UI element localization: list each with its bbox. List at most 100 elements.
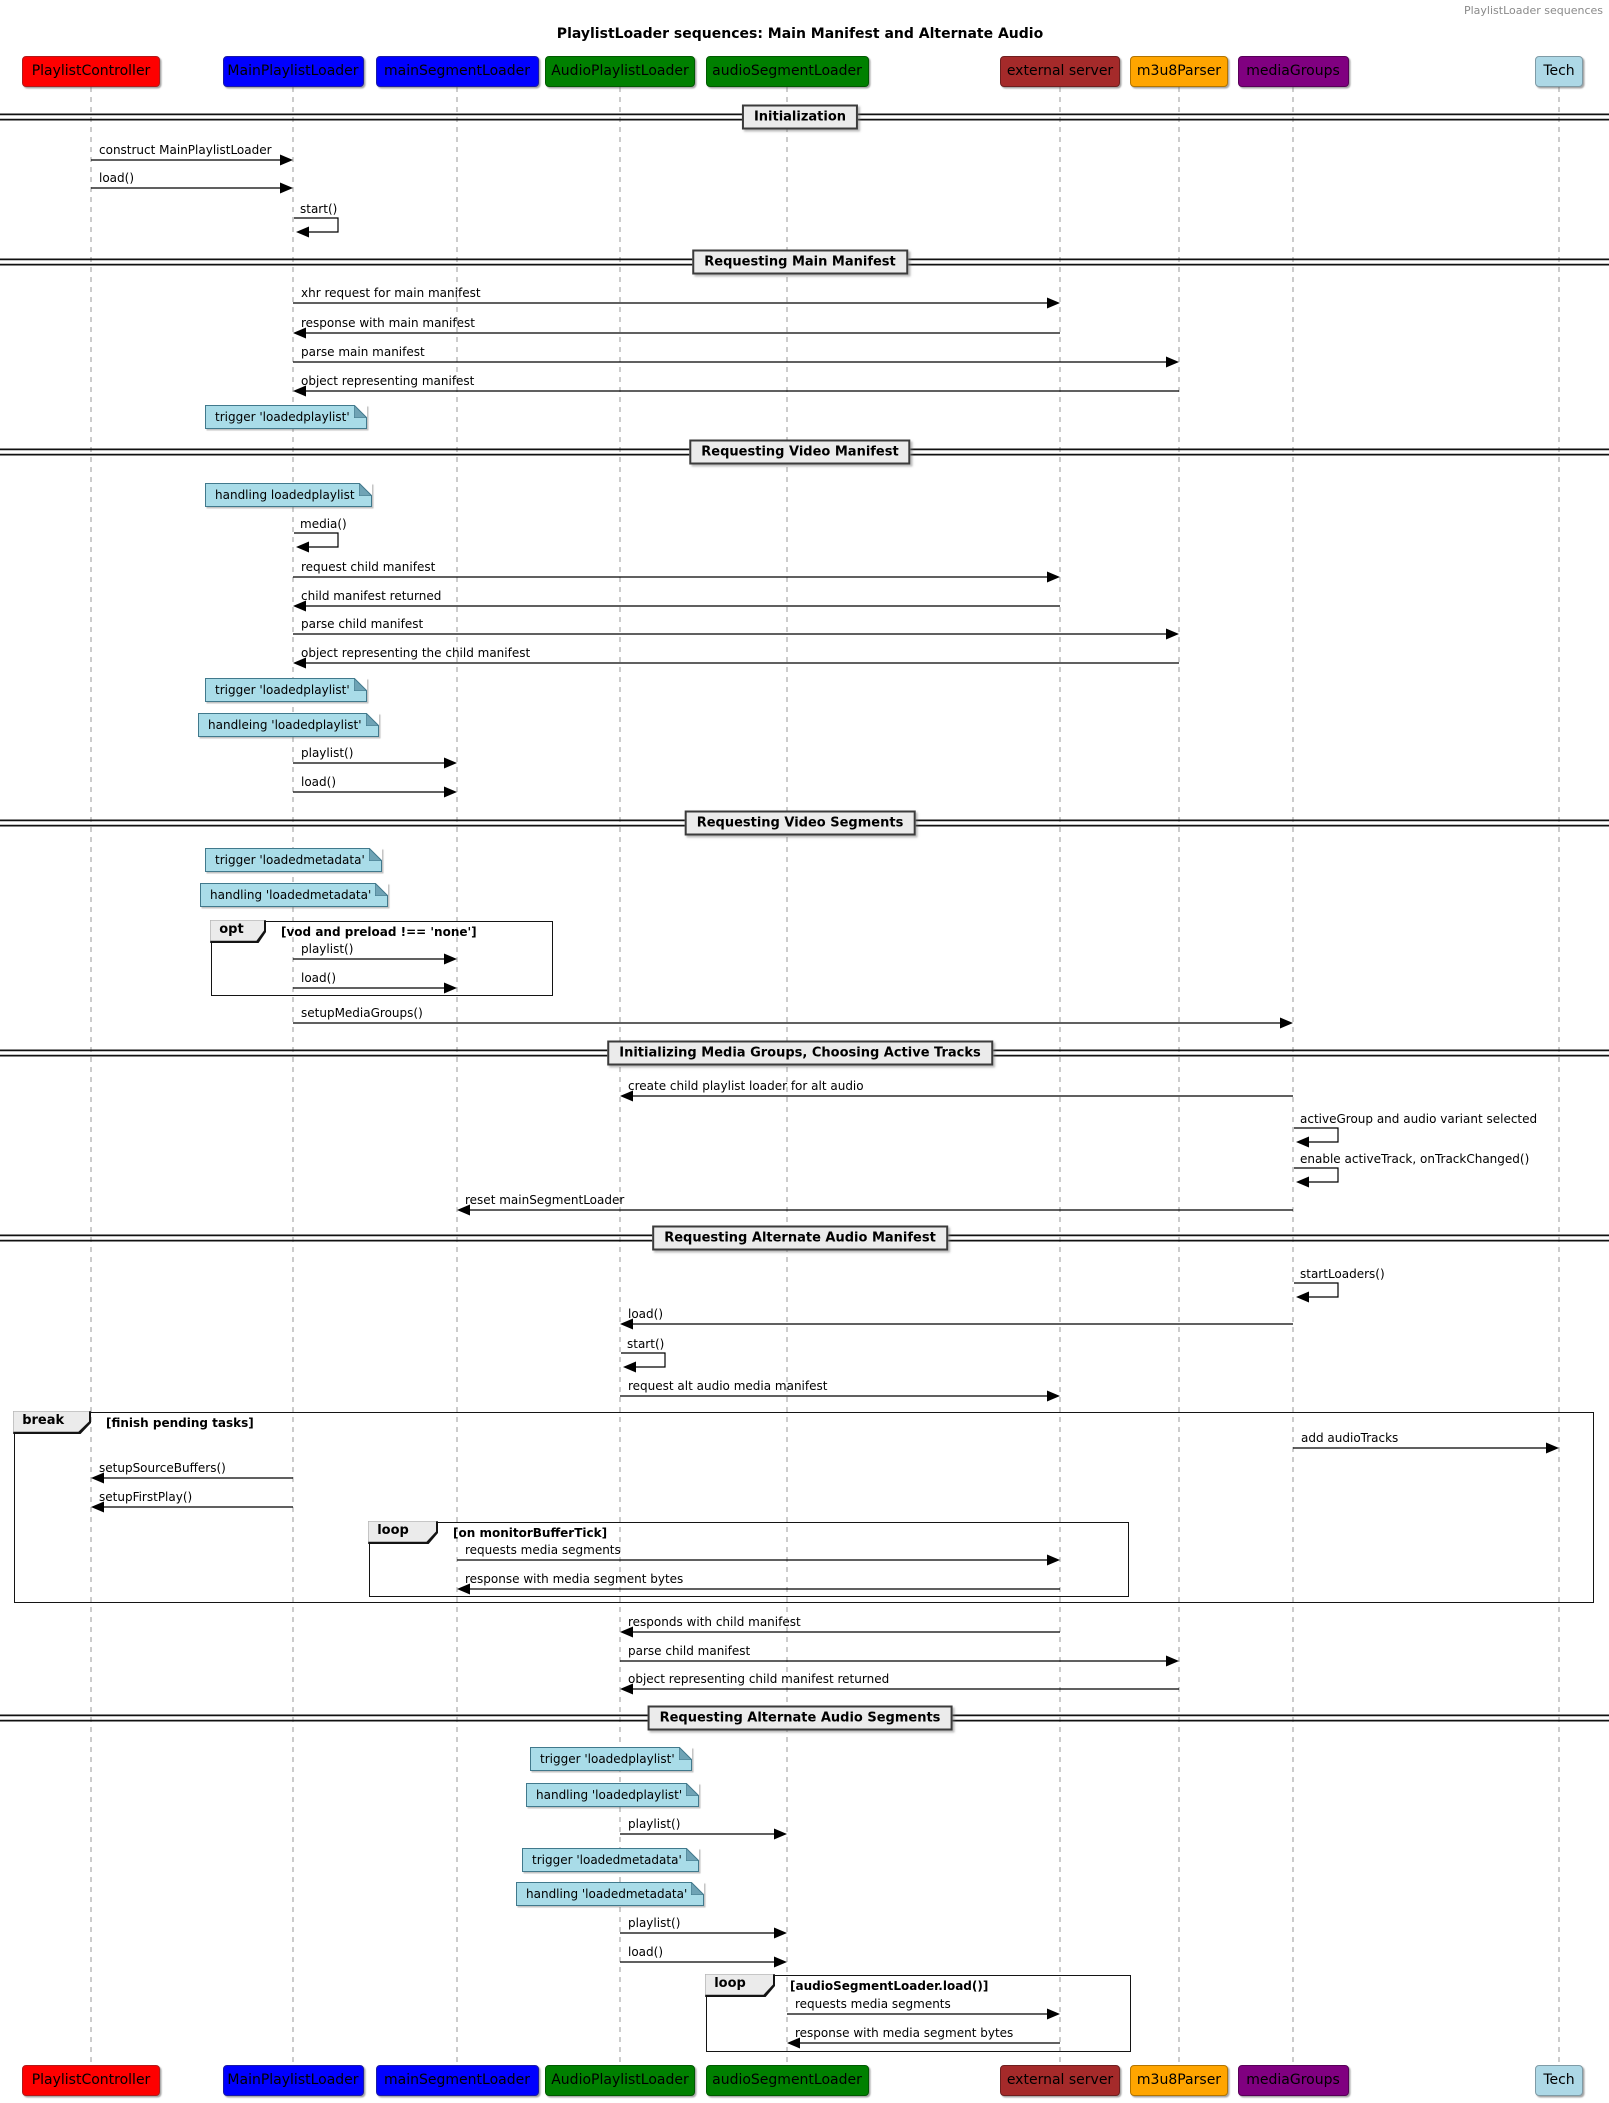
frame-header-fill: [368, 1521, 437, 1542]
frame-header-fill: [210, 920, 265, 941]
message-arrowhead: [457, 1204, 470, 1216]
message-arrowhead: [293, 327, 306, 339]
frame-guard-label: [finish pending tasks]: [106, 1416, 254, 1430]
note-fold-flap: [685, 1848, 699, 1861]
note-fold-flap: [368, 848, 382, 861]
section-divider-label: Requesting Video Segments: [684, 810, 916, 836]
note-text: trigger 'loadedplaylist': [215, 410, 350, 424]
participant-bottom-external server: external server: [1000, 2065, 1120, 2096]
note-text: trigger 'loadedmetadata': [215, 853, 365, 867]
message-label: load(): [301, 775, 337, 789]
note-text: handling loadedplaylist: [215, 488, 355, 502]
message-label: setupSourceBuffers(): [99, 1461, 226, 1475]
message-arrowhead: [774, 1828, 787, 1840]
frame-loop: loop: [705, 1974, 1131, 2052]
frame-header-tab: loop: [705, 1974, 776, 1998]
participant-top-MainPlaylistLoader: MainPlaylistLoader: [222, 56, 364, 87]
message-arrowhead: [91, 1501, 104, 1513]
note: trigger 'loadedplaylist': [205, 678, 367, 702]
message-arrowhead: [1047, 1554, 1060, 1566]
note: trigger 'loadedmetadata': [522, 1848, 699, 1872]
message-label: object representing manifest: [301, 374, 475, 388]
frame-header-fill: [13, 1411, 90, 1432]
message-arrowhead: [91, 1472, 104, 1484]
participant-top-m3u8Parser: m3u8Parser: [1130, 56, 1228, 87]
message-arrowhead: [774, 1956, 787, 1968]
note-fold-flap: [353, 678, 367, 691]
self-message-arrowhead: [1296, 1291, 1309, 1303]
message-arrowhead: [1047, 2008, 1060, 2020]
note-text: trigger 'loadedmetadata': [532, 1853, 682, 1867]
participant-bottom-mainSegmentLoader: mainSegmentLoader: [375, 2065, 539, 2096]
message-arrowhead: [1166, 628, 1179, 640]
message-label: xhr request for main manifest: [301, 286, 481, 300]
note: handling loadedplaylist: [205, 483, 372, 507]
diagram-title: PlaylistLoader sequences: Main Manifest …: [556, 26, 1044, 42]
message-label: load(): [628, 1945, 664, 1959]
message-label: response with media segment bytes: [465, 1572, 684, 1586]
frame-opt: opt: [210, 920, 553, 996]
message-label: load(): [301, 971, 337, 985]
message-arrowhead: [1047, 297, 1060, 309]
message-arrowhead: [293, 657, 306, 669]
note-fold-icon: [686, 1783, 700, 1796]
note-fold-flap: [358, 483, 372, 496]
self-message-label: activeGroup and audio variant selected: [1300, 1112, 1538, 1126]
frame-header-fill: [705, 1974, 774, 1995]
frame-kind-label: loop: [714, 1976, 746, 1992]
note: trigger 'loadedmetadata': [205, 848, 382, 872]
participant-bottom-PlaylistController: PlaylistController: [22, 2065, 160, 2096]
message-arrowhead: [1280, 1017, 1293, 1029]
participant-top-PlaylistController: PlaylistController: [22, 56, 160, 87]
message-label: child manifest returned: [301, 589, 442, 603]
message-arrowhead: [620, 1090, 633, 1102]
participant-bottom-Tech: Tech: [1535, 2065, 1583, 2096]
participant-top-audioSegmentLoader: audioSegmentLoader: [705, 56, 869, 87]
note-fold-flap: [678, 1747, 692, 1760]
note-fold-icon: [678, 1747, 692, 1760]
message-arrowhead: [787, 2037, 800, 2049]
message-label: setupMediaGroups(): [301, 1006, 423, 1020]
message-arrowhead: [444, 953, 457, 965]
message-label: add audioTracks: [1301, 1431, 1399, 1445]
note-fold-icon: [368, 848, 382, 861]
self-message-arrowhead: [296, 226, 309, 238]
message-label: create child playlist loader for alt aud…: [628, 1079, 864, 1093]
message-arrowhead: [620, 1683, 633, 1695]
frame-kind-label: opt: [219, 922, 244, 938]
participant-bottom-m3u8Parser: m3u8Parser: [1130, 2065, 1228, 2096]
frame-header-tab: break: [13, 1411, 92, 1435]
note: trigger 'loadedplaylist': [205, 405, 367, 429]
self-message-label: startLoaders(): [1300, 1267, 1385, 1281]
frame-header-tab: loop: [368, 1521, 439, 1545]
message-label: requests media segments: [795, 1997, 951, 2011]
section-divider-label: Initializing Media Groups, Choosing Acti…: [607, 1040, 993, 1066]
message-label: request alt audio media manifest: [628, 1379, 828, 1393]
message-label: requests media segments: [465, 1543, 621, 1557]
self-message-line: [294, 532, 339, 548]
note-fold-flap: [686, 1783, 700, 1796]
message-label: load(): [99, 171, 135, 185]
note-fold-icon: [353, 405, 367, 418]
section-divider-label: Requesting Video Manifest: [689, 439, 911, 465]
note-fold-flap: [353, 405, 367, 418]
note-text: handling 'loadedmetadata': [210, 888, 372, 902]
note: handling 'loadedmetadata': [516, 1882, 705, 1906]
note: trigger 'loadedplaylist': [530, 1747, 692, 1771]
message-label: playlist(): [628, 1916, 681, 1930]
self-message-line: [621, 1352, 666, 1368]
section-divider-label: Requesting Alternate Audio Manifest: [652, 1225, 948, 1251]
message-label: parse child manifest: [628, 1644, 751, 1658]
message-label: request child manifest: [301, 560, 436, 574]
note-fold-flap: [375, 883, 389, 896]
message-arrowhead: [620, 1318, 633, 1330]
self-message-line: [294, 217, 339, 233]
self-message-line: [1294, 1282, 1339, 1298]
frame-kind-label: break: [22, 1413, 65, 1429]
section-divider-label: Initialization: [741, 104, 859, 130]
note-fold-icon: [365, 713, 379, 726]
section-divider-label: Requesting Main Manifest: [692, 249, 908, 275]
page-header-text: PlaylistLoader sequences: [1463, 4, 1603, 17]
note: handling 'loadedmetadata': [200, 883, 389, 907]
